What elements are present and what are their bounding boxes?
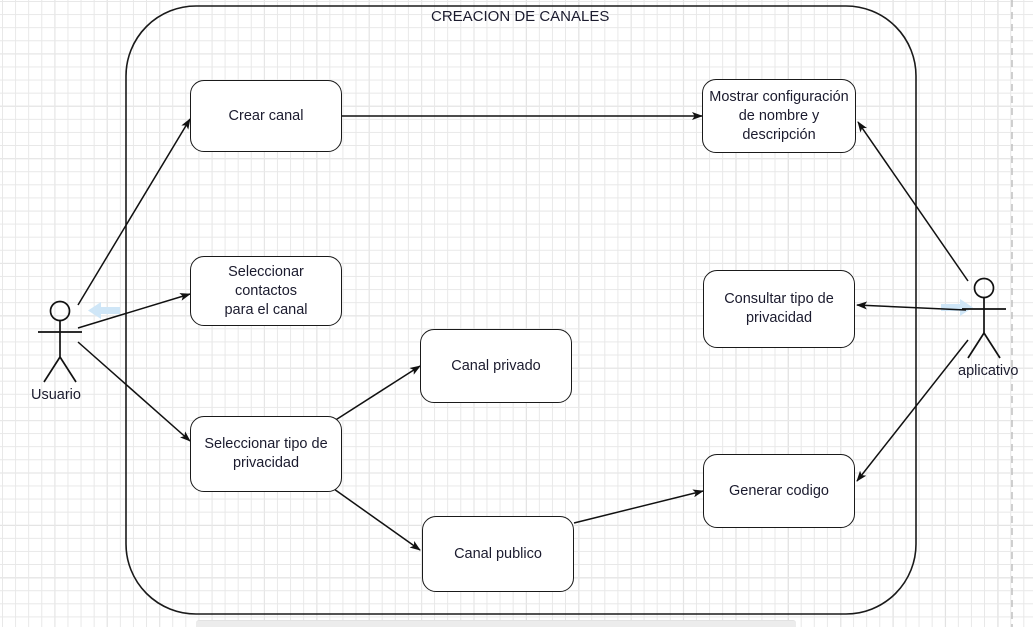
usecase-mostrar-configuracion[interactable]: Mostrar configuración de nombre y descri… [702,79,856,153]
usecase-canal-publico[interactable]: Canal publico [422,516,574,592]
usecase-canal-privado[interactable]: Canal privado [420,329,572,403]
bottom-strip [196,620,796,627]
usecase-generar-codigo[interactable]: Generar codigo [703,454,855,528]
edge-aplicativo-to-mostrar-configuracion [857,121,969,282]
edge-seleccionar-privacidad-to-canal-publico [333,488,421,551]
pale-blue-arrow-left-icon [88,302,120,319]
edge-aplicativo-to-generar-codigo [856,339,969,482]
usecase-seleccionar-contactos[interactable]: Seleccionar contactos para el canal [190,256,342,326]
edge-usuario-to-crear-canal [77,118,191,306]
diagram-title: CREACION DE CANALES [431,8,610,25]
edge-usuario-to-seleccionar-privacidad [77,341,191,442]
edge-canal-publico-to-generar-codigo [573,489,704,524]
actor-usuario-figure[interactable] [38,300,82,383]
edge-seleccionar-privacidad-to-canal-privado [333,365,421,422]
usecase-crear-canal[interactable]: Crear canal [190,80,342,152]
actor-label-usuario: Usuario [31,387,81,403]
usecase-consultar-privacidad[interactable]: Consultar tipo de privacidad [703,270,855,348]
edge-usuario-to-seleccionar-contactos [77,293,191,329]
actor-aplicativo-figure[interactable] [962,277,1006,359]
actor-label-aplicativo: aplicativo [958,363,1019,379]
pale-blue-arrow-right-icon [941,299,973,316]
edge-aplicativo-to-consultar-privacidad [856,301,967,311]
usecase-seleccionar-privacidad[interactable]: Seleccionar tipo de privacidad [190,416,342,492]
